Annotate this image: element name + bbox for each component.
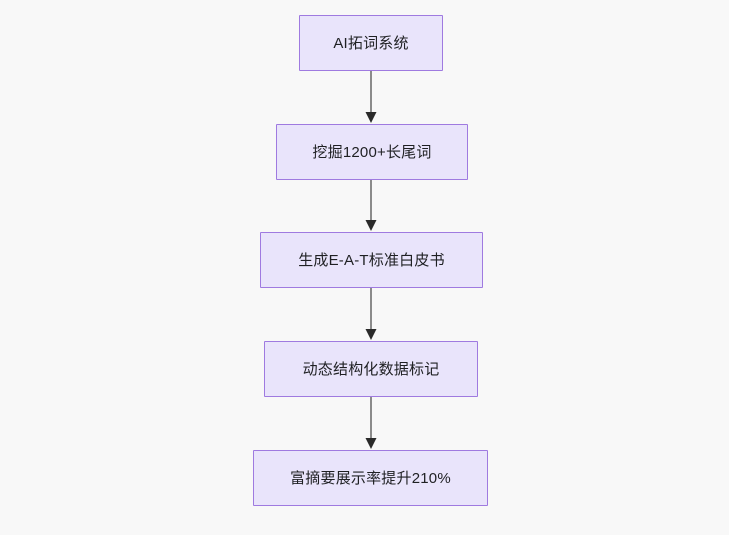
edge-node-1-to-node-2 [365, 180, 377, 231]
edge-node-3-to-node-4 [365, 397, 377, 449]
node-label: AI拓词系统 [333, 34, 409, 52]
node-label: 生成E-A-T标准白皮书 [298, 251, 445, 269]
edge-node-2-to-node-3 [365, 288, 377, 340]
node-label: 动态结构化数据标记 [302, 360, 440, 378]
node-label: 挖掘1200+长尾词 [312, 143, 432, 161]
flowchart-node-generate-eat-whitepaper[interactable]: 生成E-A-T标准白皮书 [260, 232, 483, 288]
flowchart-node-dynamic-structured-data-markup[interactable]: 动态结构化数据标记 [264, 341, 478, 397]
node-label: 富摘要展示率提升210% [290, 469, 451, 487]
flowchart-node-ai-keyword-system[interactable]: AI拓词系统 [299, 15, 443, 71]
flowchart-node-mine-longtail-keywords[interactable]: 挖掘1200+长尾词 [276, 124, 468, 180]
flowchart-node-rich-snippet-impression-lift[interactable]: 富摘要展示率提升210% [253, 450, 488, 506]
edge-node-0-to-node-1 [365, 71, 377, 123]
